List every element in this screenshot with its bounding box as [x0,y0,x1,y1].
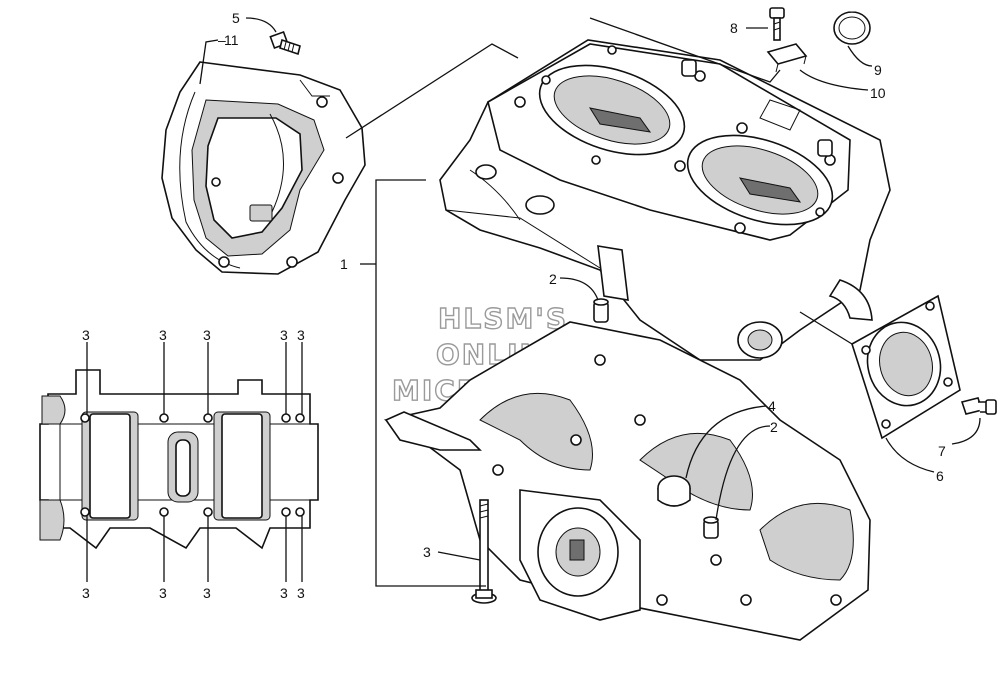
callout-2-upper: 2 [549,271,557,287]
magneto-cover [161,61,366,275]
watermark-line-1: HLSM'S [438,302,568,335]
callout-labels: 1 2 2 3 3 3 3 3 3 3 3 3 3 3 4 5 6 7 8 9 … [82,10,946,601]
bolt-7 [960,397,997,415]
callout-9: 9 [874,62,882,78]
seal-plate-6 [851,294,961,440]
callout-3-top-1: 3 [82,327,90,343]
callout-4: 4 [768,398,776,414]
lower-crankcase [383,298,871,641]
callout-6: 6 [936,468,944,484]
crankcase-bottom-view [39,369,319,550]
snap-ring-9 [833,8,871,45]
callout-3-bottom-3: 3 [203,585,211,601]
callout-3-bolt: 3 [423,544,431,560]
bolt-8 [769,7,785,41]
clip-10 [766,43,808,73]
callout-5: 5 [232,10,240,26]
callout-3-top-4: 3 [280,327,288,343]
callout-3-top-3: 3 [203,327,211,343]
callout-2-lower: 2 [770,419,778,435]
callout-3-bottom-4: 3 [280,585,288,601]
upper-crankcase [439,39,891,361]
callout-1: 1 [340,256,348,272]
through-bolt-3 [471,499,497,604]
callout-7: 7 [938,443,946,459]
callout-3-top-2: 3 [159,327,167,343]
callout-11-dash: – [218,32,226,48]
callout-10: 10 [870,85,886,101]
callout-3-bottom-1: 3 [82,585,90,601]
callout-3-top-5: 3 [297,327,305,343]
leader-lines [86,17,981,587]
callout-8: 8 [730,20,738,36]
callout-11: 11 [224,32,239,48]
bolt-5 [269,30,301,56]
callout-3-bottom-2: 3 [159,585,167,601]
callout-3-bottom-5: 3 [297,585,305,601]
